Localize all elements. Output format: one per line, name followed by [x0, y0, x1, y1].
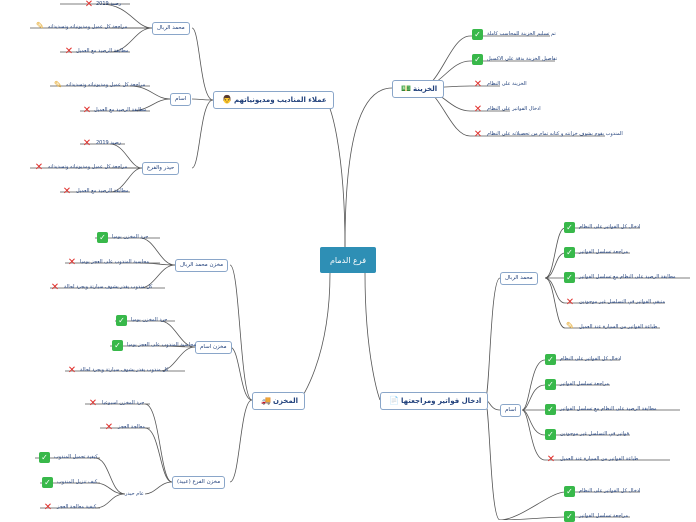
- truck-icon: 🚚: [261, 396, 271, 405]
- agent-item: مطابقة الرصيد مع العميل: [94, 107, 147, 113]
- warehouse-item: محاسبة المندوب على العجز يوميا: [127, 342, 197, 348]
- agent-item: مراجعة كل عميل ومديونياته وتسديداته: [66, 82, 146, 88]
- cross-icon: ✕: [82, 138, 92, 149]
- agent-item: رصيد 2019: [96, 140, 122, 146]
- agent-group-node[interactable]: حيدر والفرع: [142, 162, 180, 175]
- check-icon: ✓: [545, 429, 556, 440]
- invoice-item: مراجعة تسلسل الفواتير: [579, 249, 629, 255]
- document-icon: 📄: [389, 396, 399, 405]
- check-icon: ✓: [564, 486, 575, 497]
- warehouse-subgroup: عام حيدر: [125, 491, 144, 497]
- check-icon: ✓: [564, 511, 575, 522]
- check-icon: ✓: [564, 247, 575, 258]
- warehouse-item: كيفية تحميل المندوب: [54, 454, 98, 460]
- cross-icon: ✕: [50, 282, 60, 293]
- treasury-item: الخزينة على النظام: [487, 81, 527, 87]
- branch-invoices-label: ادخال فواتير ومراجعتها: [400, 397, 482, 405]
- warehouse-item: كيفية معالجة العجز: [57, 504, 97, 510]
- cross-icon: ✕: [88, 398, 98, 409]
- cross-icon: ✕: [473, 129, 483, 140]
- cross-icon: ✕: [43, 502, 53, 513]
- cross-icon: ✕: [565, 297, 575, 308]
- warehouse-item: محاسبة المندوب على العجز يوميا: [80, 259, 150, 265]
- agent-item: رصيد 2019: [96, 1, 122, 7]
- check-icon: ✓: [545, 379, 556, 390]
- agent-item: مراجعة كل عميل ومديونياته وتسديداته: [48, 164, 128, 170]
- branch-treasury[interactable]: 💵الخزينة: [392, 80, 445, 98]
- check-icon: ✓: [472, 29, 483, 40]
- invoice-item: طباعة الفواتير من السيارة عند العميل: [579, 324, 658, 330]
- agent-item: مراجعة كل عميل ومديونياته وتسديداته: [48, 24, 128, 30]
- check-icon: ✓: [564, 272, 575, 283]
- check-icon: ✓: [472, 54, 483, 65]
- branch-agents-label: عملاء المناديب ومديونياتهم: [233, 96, 327, 104]
- invoice-item: مراجعة تسلسل الفواتير: [579, 513, 629, 519]
- warehouse-item: كل مندوب يقدر يشوف سيارتة ويجرد لحالة: [80, 367, 169, 373]
- invoice-group-node[interactable]: اسام: [500, 404, 522, 417]
- invoice-item: مراجعة تسلسل الفواتير: [560, 381, 610, 387]
- check-icon: ✓: [42, 477, 53, 488]
- treasury-item: تم تسليم الخزينة للمحاسب كاملة: [487, 31, 556, 37]
- invoice-item: طباعة الفواتير من السيارة عند العميل: [560, 456, 639, 462]
- check-icon: ✓: [39, 452, 50, 463]
- pencil-icon: ✎: [53, 80, 63, 91]
- person-icon: 👨: [222, 95, 232, 104]
- treasury-item: ادخال الفواتير على النظام: [487, 106, 541, 112]
- root-node[interactable]: فرع الدمام: [320, 247, 376, 273]
- cross-icon: ✕: [104, 422, 114, 433]
- invoice-item: مطابقة الرصيد على النظام مع تسلسل الفوات…: [560, 406, 657, 412]
- branch-warehouse-label: المخزن: [272, 397, 299, 405]
- agent-item: مطابقة الرصيد مع العميل: [76, 188, 129, 194]
- cross-icon: ✕: [62, 186, 72, 197]
- cross-icon: ✕: [546, 454, 556, 465]
- cross-icon: ✕: [473, 79, 483, 90]
- warehouse-group-node[interactable]: مخزن محمد الربال: [175, 259, 229, 272]
- cross-icon: ✕: [64, 46, 74, 57]
- warehouse-item: كل مندوب يقدر يشوف سيارتة ويجرد لحالة: [64, 284, 153, 290]
- branch-treasury-label: الخزينة: [412, 85, 438, 93]
- invoice-item: فواتير في التسلسل غير موجودين: [560, 431, 629, 437]
- check-icon: ✓: [97, 232, 108, 243]
- invoice-item: ادخال كل الفواتير على النظام: [579, 488, 641, 494]
- invoice-item: ادخال كل الفواتير على النظام: [579, 224, 641, 230]
- warehouse-item: معالجة العجز: [118, 424, 145, 430]
- check-icon: ✓: [112, 340, 123, 351]
- pencil-icon: ✎: [35, 21, 45, 32]
- invoice-group-node[interactable]: محمد الربال: [500, 272, 538, 285]
- branch-agents[interactable]: 👨عملاء المناديب ومديونياتهم: [213, 91, 334, 109]
- branch-invoices[interactable]: 📄ادخال فواتير ومراجعتها: [380, 392, 489, 410]
- invoice-item: مطابقة الرصيد على النظام مع تسلسل الفوات…: [579, 274, 676, 280]
- warehouse-group-node[interactable]: مخزن اسام: [195, 341, 232, 354]
- invoice-item: متبقي الفواتير في التسلسل غير موجودين: [579, 299, 665, 305]
- treasury-item: المندوب يقوم بشوف خزانته و كتابه تمام من…: [487, 131, 623, 137]
- treasury-item: تفاصيل الخزينة بدقة على الاكسيل: [487, 56, 558, 62]
- cross-icon: ✕: [82, 105, 92, 116]
- warehouse-group-node[interactable]: مخزن الفرع (عبيد): [172, 476, 226, 489]
- cross-icon: ✕: [84, 0, 94, 10]
- check-icon: ✓: [116, 315, 127, 326]
- agent-item: مطابقة الرصيد مع العميل: [76, 48, 129, 54]
- check-icon: ✓: [545, 404, 556, 415]
- check-icon: ✓: [545, 354, 556, 365]
- warehouse-item: كيف تنزيل المندوب: [57, 479, 98, 485]
- invoice-item: ادخال كل الفواتير على النظام: [560, 356, 622, 362]
- cross-icon: ✕: [67, 365, 77, 376]
- money-icon: 💵: [401, 84, 411, 93]
- agent-group-node[interactable]: محمد الربال: [152, 22, 190, 35]
- cross-icon: ✕: [473, 104, 483, 115]
- check-icon: ✓: [564, 222, 575, 233]
- cross-icon: ✕: [34, 162, 44, 173]
- warehouse-item: جرد المخزن اسبوعيا: [102, 400, 145, 406]
- pencil-icon: ✎: [565, 321, 575, 332]
- agent-group-node[interactable]: اسام: [170, 93, 192, 106]
- cross-icon: ✕: [67, 257, 77, 268]
- warehouse-item: جرد المخزن يوميا: [112, 234, 149, 240]
- warehouse-item: جرد المخزن يوميا: [131, 317, 168, 323]
- branch-warehouse[interactable]: 🚚المخزن: [252, 392, 306, 410]
